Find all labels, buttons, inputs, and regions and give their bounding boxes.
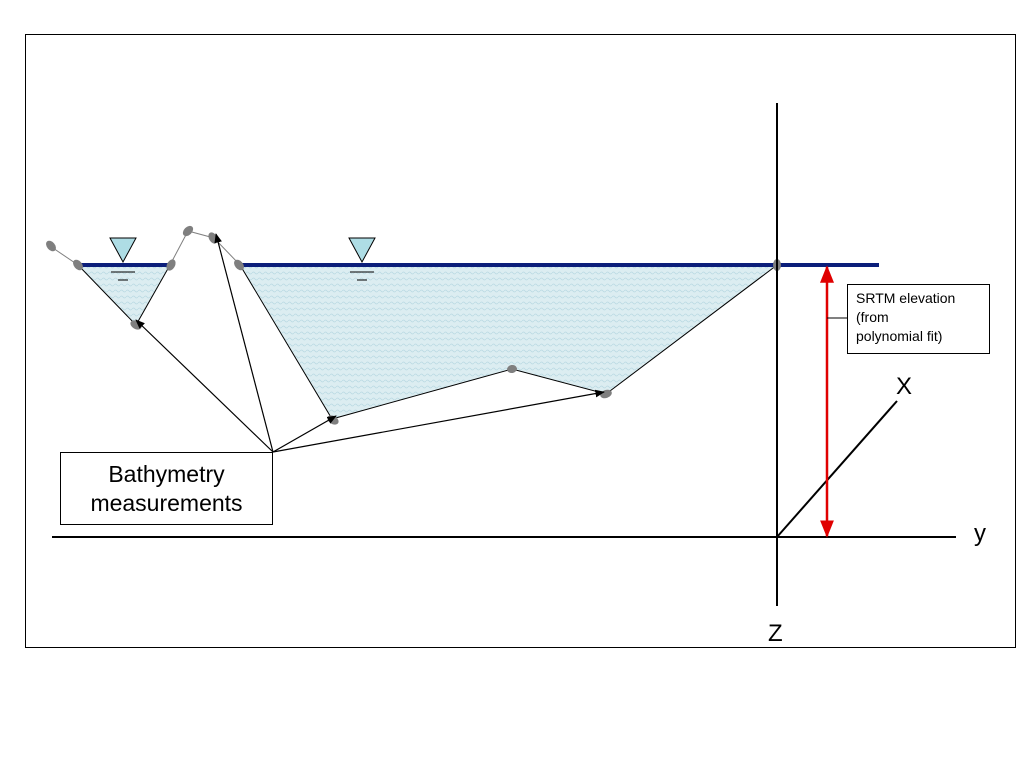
- small-channel-water: [76, 264, 171, 326]
- bathymetry-pointer-arrows: [135, 233, 605, 453]
- marker: [73, 259, 83, 271]
- bathymetry-label-line: measurements: [90, 489, 243, 516]
- diagram-frame: [25, 34, 1016, 648]
- marker: [507, 364, 517, 374]
- axis-label-z: Z: [768, 620, 783, 647]
- marker: [46, 240, 56, 252]
- marker: [182, 225, 194, 237]
- main-channel-water: [239, 264, 779, 420]
- axis-label-x: X: [896, 373, 913, 400]
- marker: [166, 259, 176, 271]
- srtm-label-line: (from: [856, 309, 889, 325]
- bathymetry-label-line: Bathymetry: [108, 460, 225, 487]
- middle-bank-profile: [169, 230, 241, 266]
- srtm-elevation-callout: SRTM elevation (from polynomial fit): [847, 284, 990, 354]
- water-level-symbol-right: [348, 237, 376, 281]
- axis-label-y: y: [974, 520, 986, 547]
- srtm-label-line: polynomial fit): [856, 328, 943, 344]
- marker: [234, 259, 244, 271]
- srtm-label-line: SRTM elevation: [856, 290, 956, 306]
- water-level-symbol-left: [109, 237, 137, 281]
- x-axis: [776, 400, 898, 538]
- bathymetry-measurements-label: Bathymetry measurements: [60, 452, 273, 525]
